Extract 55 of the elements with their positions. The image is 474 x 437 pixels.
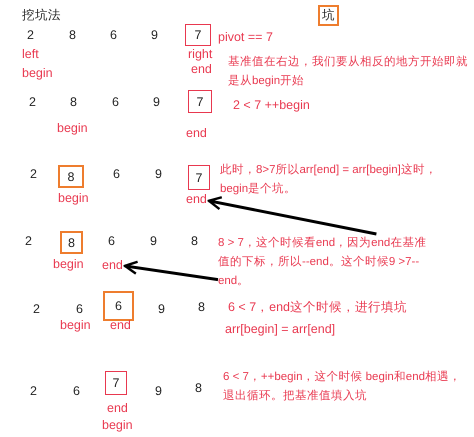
pointer-label: begin: [60, 317, 91, 334]
array-value: 6: [113, 166, 120, 183]
pointer-label: end: [191, 61, 212, 78]
array-value: 9: [151, 27, 158, 44]
pointer-label: right: [188, 46, 212, 63]
array-value: 8: [195, 380, 202, 397]
pointer-label: begin: [58, 190, 89, 207]
array-value: 6: [108, 233, 115, 250]
array-value: 8: [191, 233, 198, 250]
pointer-label: end: [186, 125, 207, 142]
arrow: [124, 260, 218, 282]
array-value: 6: [73, 383, 80, 400]
pointer-label: 6 < 7，end这个时候，进行填坑: [228, 299, 408, 316]
array-value: 9: [158, 301, 165, 318]
pivot-cell: 7: [188, 165, 210, 190]
array-value: 9: [153, 94, 160, 111]
pointer-label: pivot == 7: [218, 29, 273, 46]
array-value: 2: [30, 166, 37, 183]
pointer-label: left: [22, 46, 39, 63]
pit-box: 6: [103, 291, 134, 321]
pointer-label: begin: [53, 256, 84, 273]
array-value: 6: [110, 27, 117, 44]
pit-box: 8: [58, 165, 84, 188]
pointer-label: end: [102, 256, 123, 274]
pointer-label: 2 < 7 ++begin: [233, 97, 310, 114]
note-text: 8 > 7，这个时候看end，因为end在基准值的下标，所以--end。这个时候9 >7--end。: [218, 234, 438, 291]
array-value: 6: [76, 301, 83, 318]
array-value: 2: [30, 383, 37, 400]
array-value: 2: [33, 301, 40, 318]
pivot-cell: 7: [185, 24, 211, 46]
array-value: 9: [155, 383, 162, 400]
array-value: 2: [27, 27, 34, 44]
pivot-cell: 7: [188, 90, 212, 113]
array-value: 6: [112, 94, 119, 111]
pivot-cell: 7: [105, 371, 127, 395]
array-value: 2: [29, 94, 36, 111]
pointer-label: begin: [22, 65, 53, 82]
array-value: 8: [198, 299, 205, 316]
pointer-label: arr[begin] = arr[end]: [225, 321, 336, 338]
array-value: 9: [155, 166, 162, 183]
title: 挖坑法: [22, 7, 61, 24]
array-value: 2: [25, 233, 32, 250]
array-value: 9: [150, 233, 157, 250]
note-text: 6 < 7，++begin，这个时候 begin和end相遇，退出循环。把基准值填入坑: [223, 369, 462, 404]
array-value: 8: [69, 27, 76, 44]
note-text: 此时，8>7所以arr[end] = arr[begin]这时，begin是个坑。: [220, 162, 438, 197]
pointer-label: end: [107, 400, 128, 417]
pointer-label: begin: [57, 120, 88, 137]
pointer-label: begin: [102, 417, 133, 434]
pit-box: 坑: [318, 5, 339, 26]
pit-box: 8: [60, 231, 83, 254]
note-text: 基准值在右边，我们要从相反的地方开始即就是从begin开始: [228, 54, 469, 89]
array-value: 8: [70, 94, 77, 111]
pointer-label: end: [186, 190, 207, 208]
arrow: [208, 196, 377, 236]
